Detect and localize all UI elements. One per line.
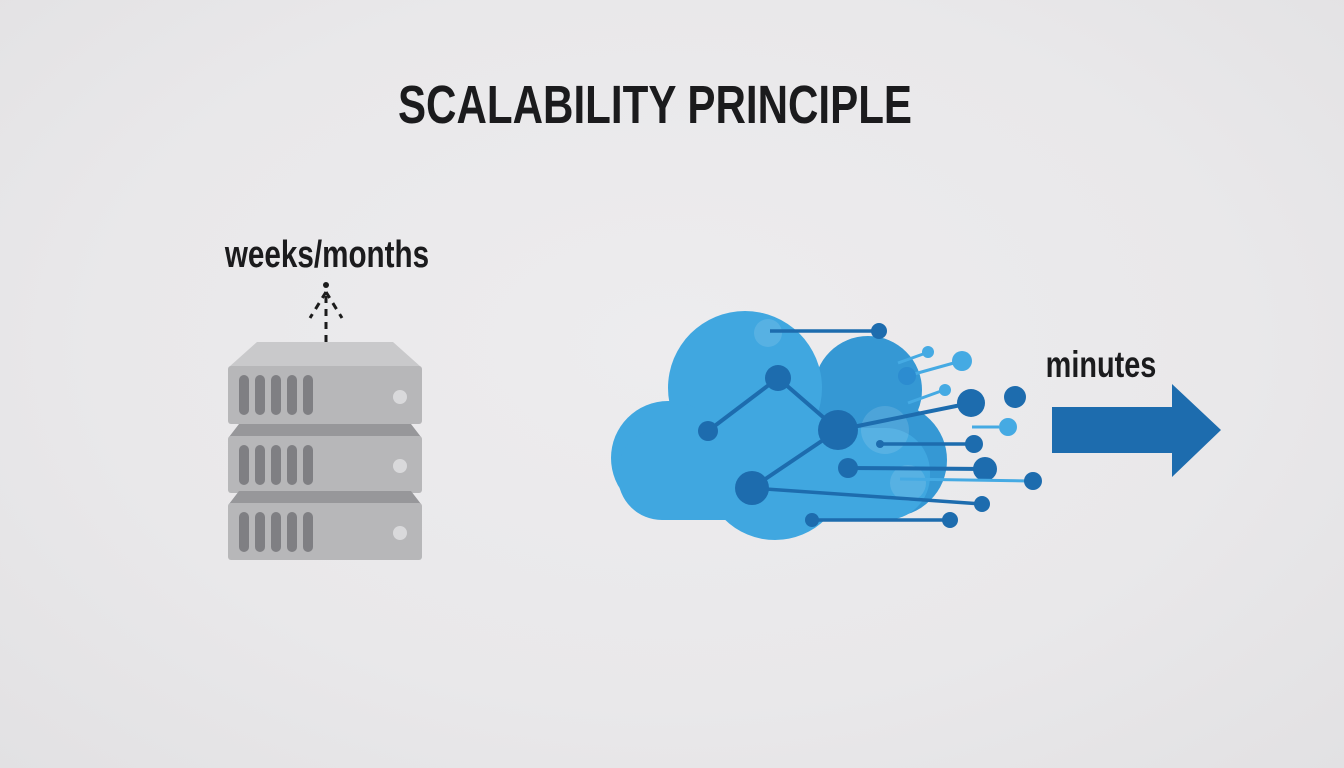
- server-unit-1: [228, 342, 422, 424]
- server-led: [393, 526, 407, 540]
- network-nodes-icon: [698, 365, 990, 512]
- server-unit-3: [228, 491, 422, 560]
- minutes-label: minutes: [1045, 344, 1157, 385]
- weeks-months-label: weeks/months: [224, 234, 430, 276]
- page-title: SCALABILITY PRINCIPLE: [397, 75, 913, 135]
- server-led: [393, 459, 407, 473]
- network-node: [974, 496, 990, 512]
- server-vents: [239, 375, 313, 415]
- network-node: [957, 389, 985, 417]
- server-led: [393, 390, 407, 404]
- network-node: [698, 421, 718, 441]
- network-node: [765, 365, 791, 391]
- server-unit-2: [228, 424, 422, 493]
- server-stack-icon: [228, 342, 422, 560]
- server-vents: [239, 512, 313, 552]
- right-arrow-icon: [1052, 384, 1221, 477]
- server-vents: [239, 445, 313, 485]
- cloud-icon: [611, 311, 947, 540]
- circuit-dots-icon: [770, 323, 1042, 528]
- network-node: [818, 410, 858, 450]
- network-node: [735, 471, 769, 505]
